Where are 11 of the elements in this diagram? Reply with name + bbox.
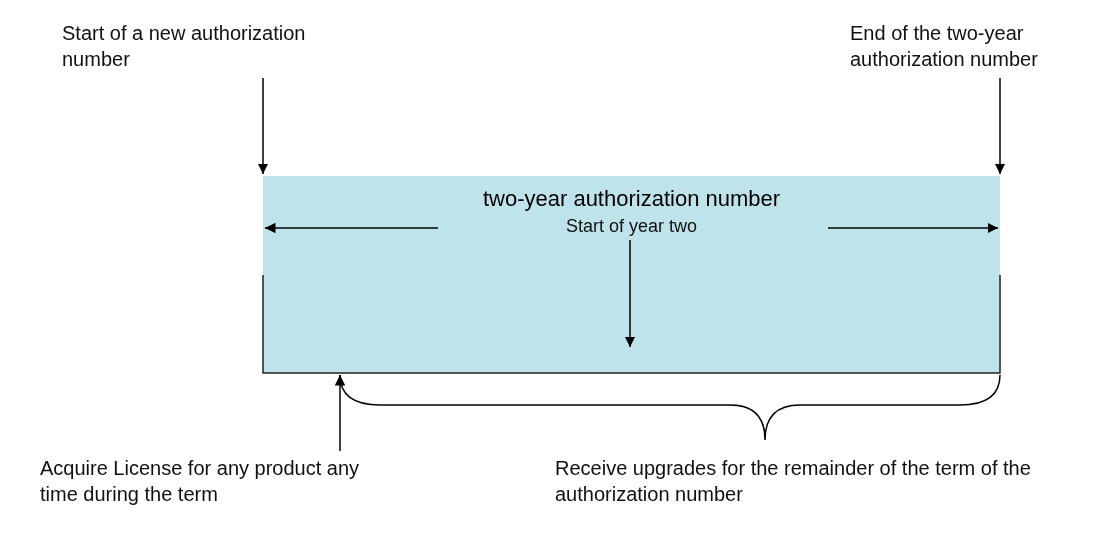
note-text: Acquire License for any product any time during the term xyxy=(40,455,370,507)
arrow xyxy=(334,374,346,452)
box-text: Start of year two xyxy=(493,216,770,236)
note-text: Receive upgrades for the remainder of the term of the authorization number xyxy=(555,456,1032,507)
arrow xyxy=(624,239,636,348)
arrow xyxy=(994,77,1006,175)
arrow xyxy=(257,77,269,175)
bar-title: two-year authorization number xyxy=(481,186,782,212)
note-text: End of the two-year authorization number xyxy=(850,20,1109,72)
term-bar xyxy=(263,176,1000,373)
note-text: Start of a new authorization number xyxy=(62,20,352,72)
